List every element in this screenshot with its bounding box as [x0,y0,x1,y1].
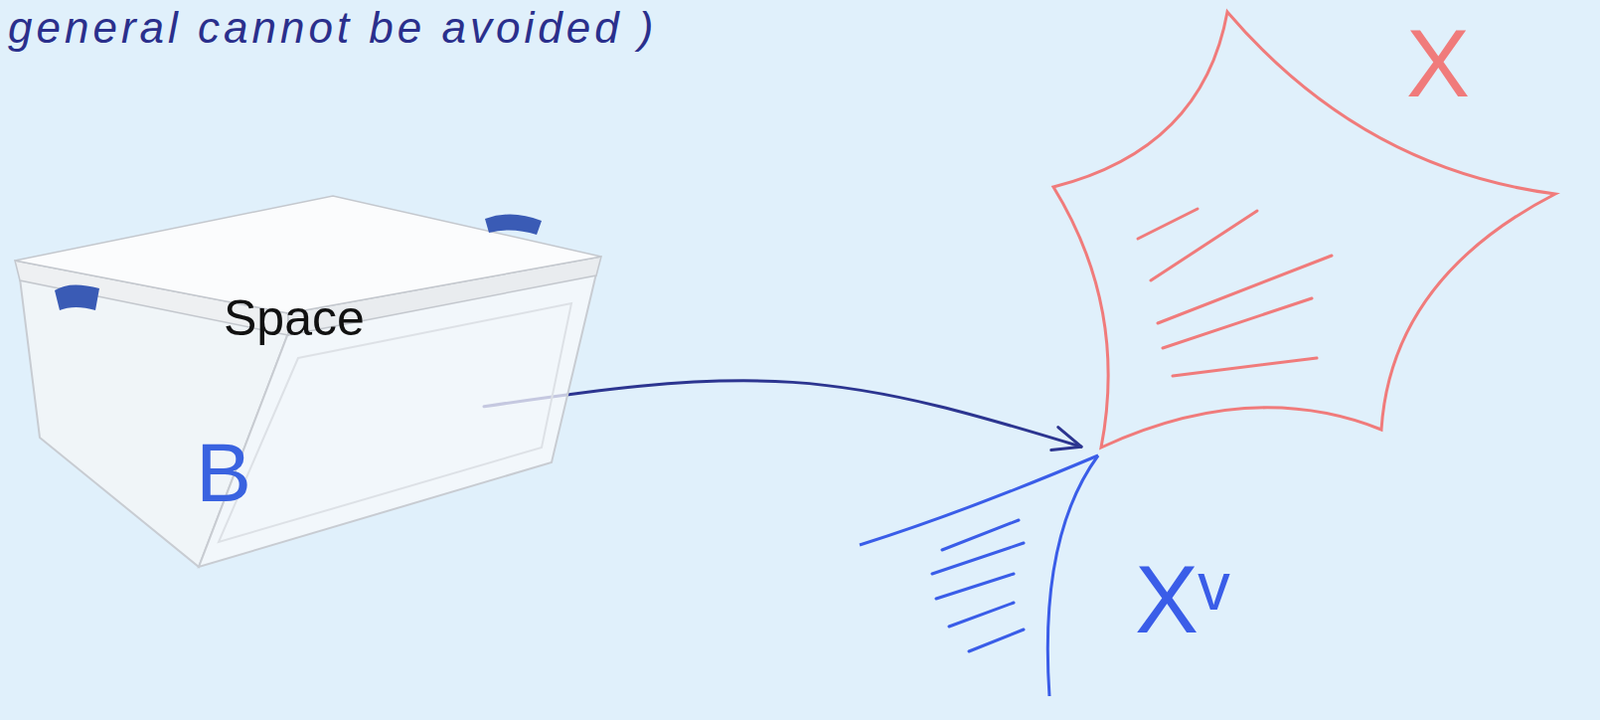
region-letter: Xᵛ [1134,551,1230,647]
star-region-outline [1053,9,1556,453]
region-letter: X [1406,15,1470,112]
space-label: Space [223,293,365,343]
arrow-head [1051,427,1082,451]
star-region: X [1053,9,1556,453]
storage-box: SpaceB [14,193,602,567]
box-letter: B [195,430,252,514]
edge-group [483,380,1082,451]
note-text: general cannot be avoided ) [7,3,658,52]
mapping-arrow [483,380,1082,447]
dual-cone: Xᵛ [854,452,1233,706]
storage-box-outline [14,193,602,567]
